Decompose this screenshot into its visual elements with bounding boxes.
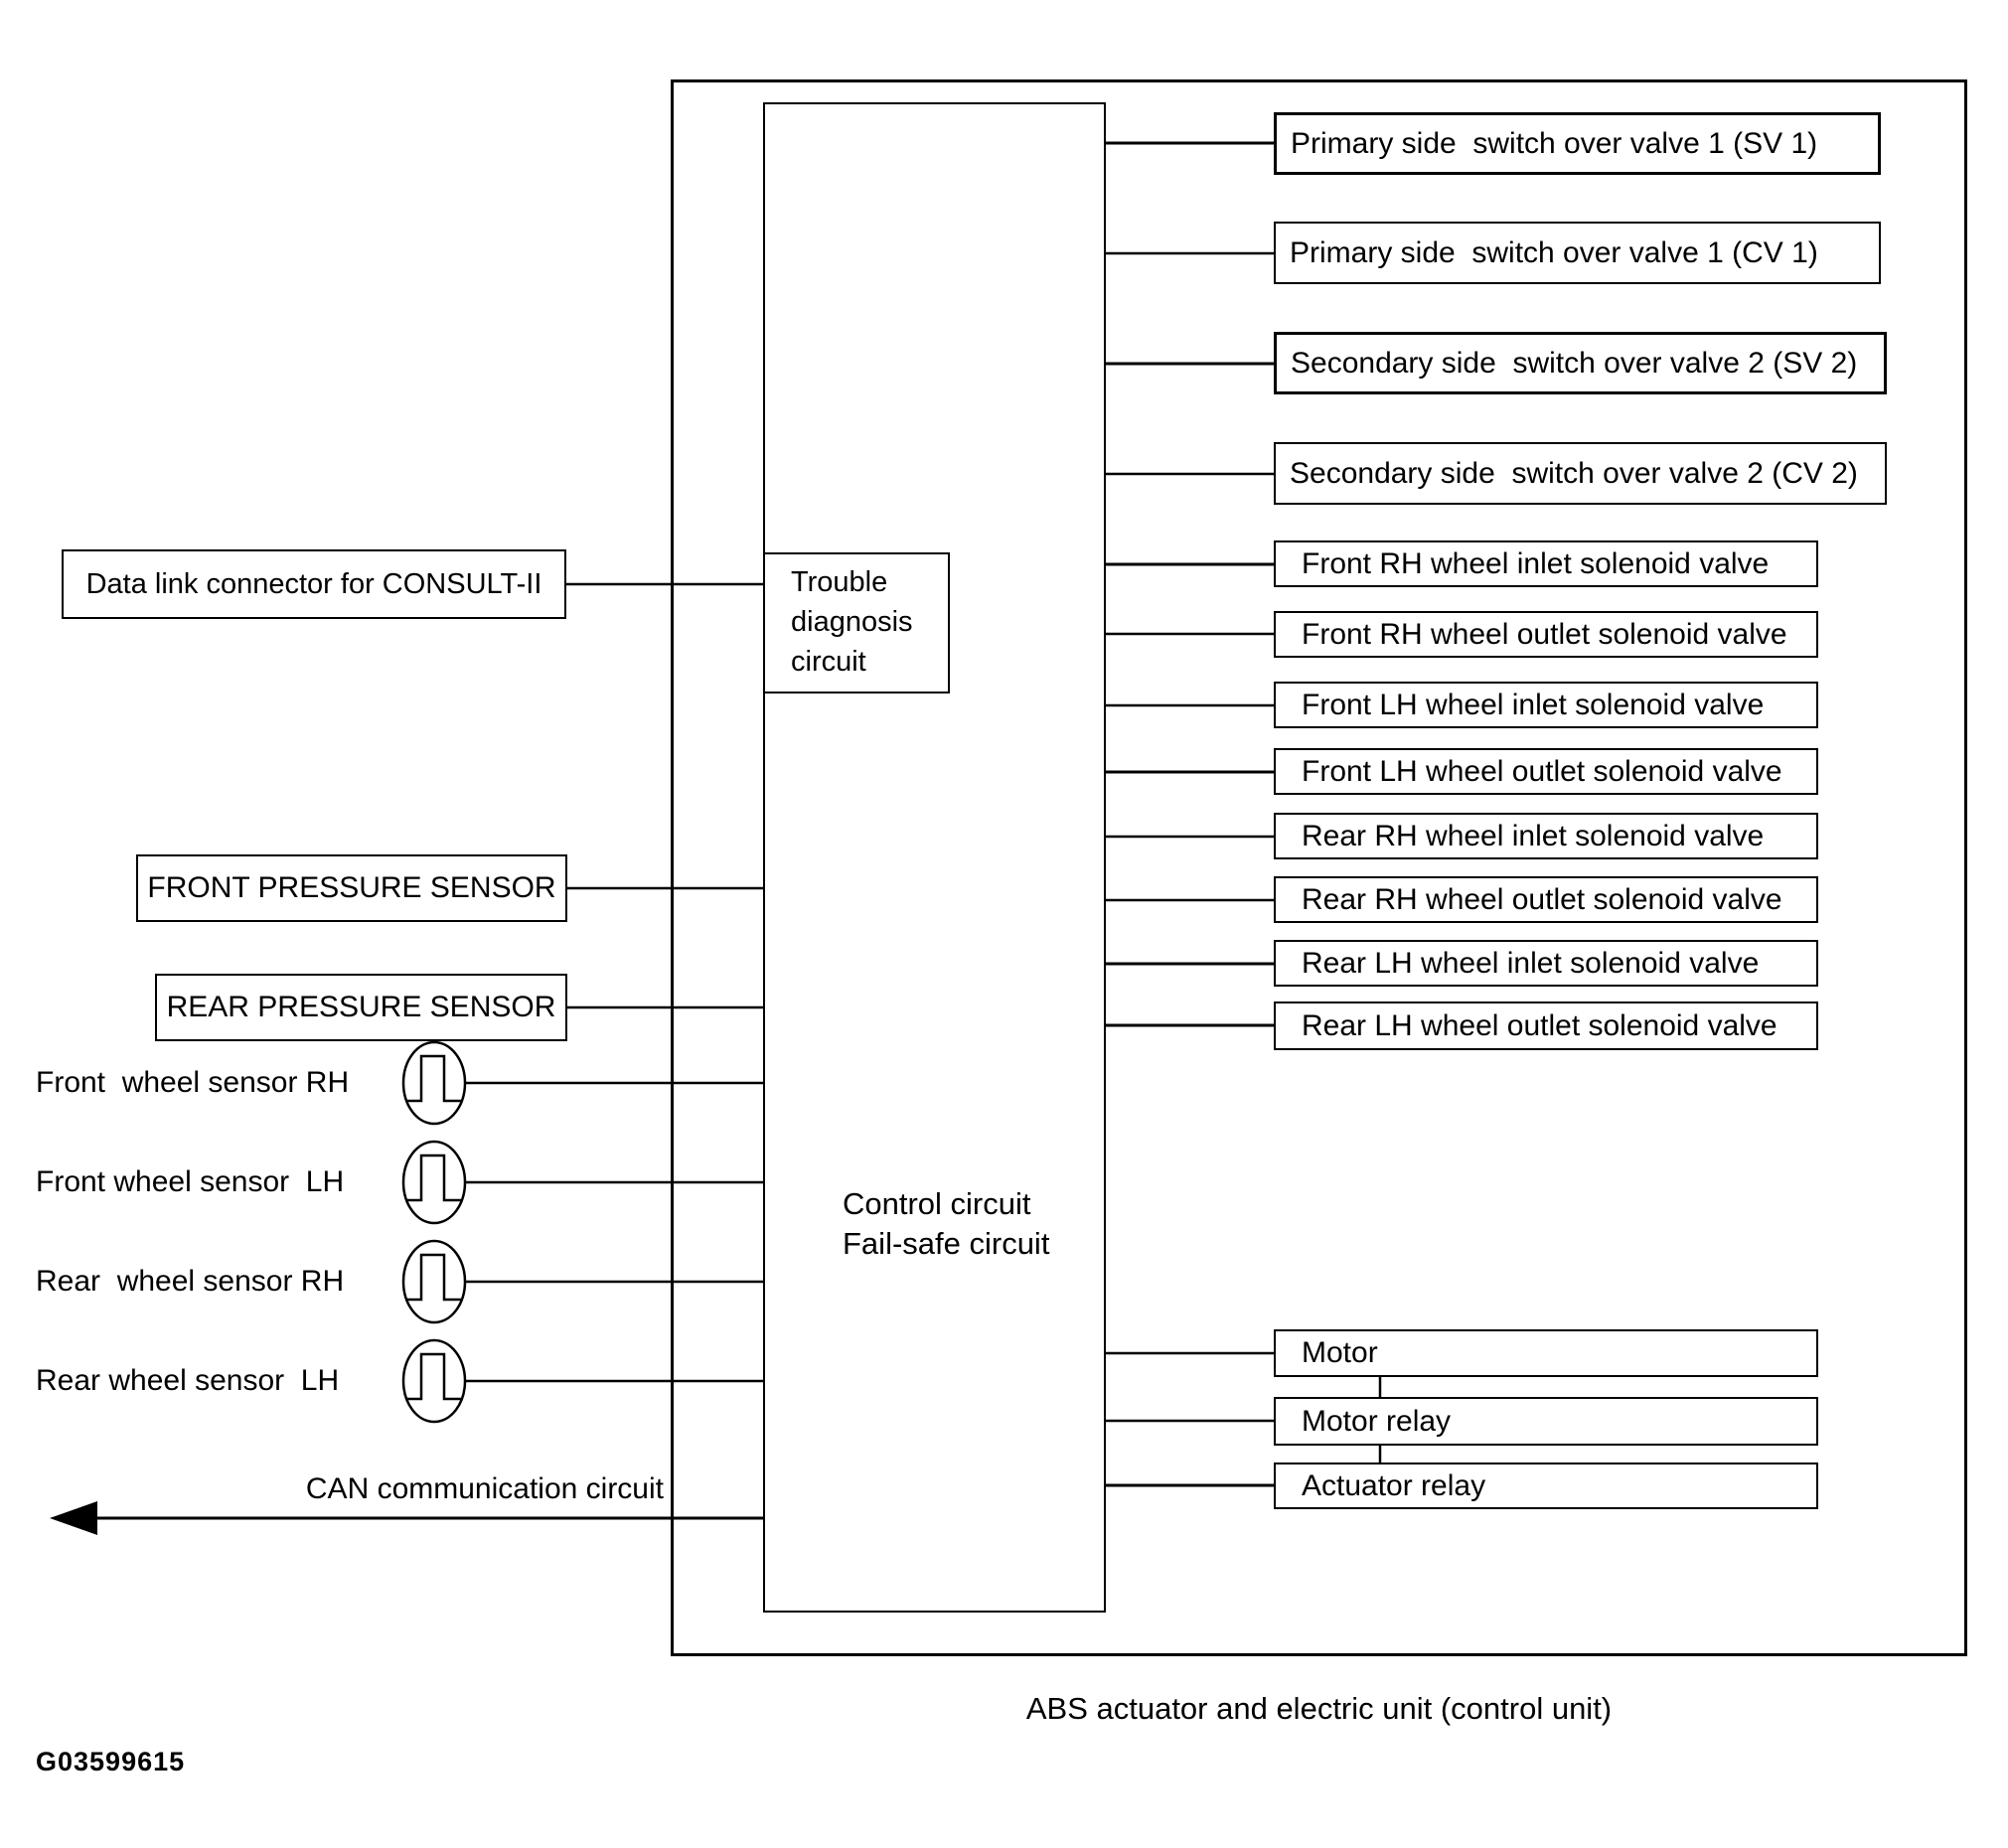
abs-unit-boundary — [671, 79, 1967, 1656]
trouble-diagnosis-box: Trouble diagnosis circuit — [763, 552, 950, 693]
solenoid-box-front-lh-outlet: Front LH wheel outlet solenoid valve — [1274, 748, 1818, 795]
solenoid-box-front-rh-inlet: Front RH wheel inlet solenoid valve — [1274, 540, 1818, 587]
front-wheel-sensor-lh-label: Front wheel sensor LH — [36, 1165, 345, 1198]
control-circuit-label: Control circuit Fail-safe circuit — [843, 1186, 1050, 1261]
solenoid-box-rear-lh-inlet: Rear LH wheel inlet solenoid valve — [1274, 940, 1818, 987]
data-link-connector-box: Data link connector for CONSULT-II — [62, 549, 566, 619]
control-circuit-box — [763, 102, 1106, 1613]
motor-box: Motor — [1274, 1329, 1818, 1377]
can-communication-label: CAN communication circuit — [305, 1472, 664, 1505]
rear-wheel-sensor-rh-label: Rear wheel sensor RH — [36, 1265, 345, 1298]
figure-code: G03599615 — [36, 1747, 186, 1776]
rear-wheel-sensor-lh-label: Rear wheel sensor LH — [36, 1364, 340, 1397]
actuator-relay-box: Actuator relay — [1274, 1463, 1818, 1509]
motor-relay-box: Motor relay — [1274, 1397, 1818, 1446]
wheel-speed-pulse-icon — [401, 1239, 467, 1324]
solenoid-box-rear-rh-inlet: Rear RH wheel inlet solenoid valve — [1274, 813, 1818, 859]
wheel-speed-pulse-icon — [401, 1338, 467, 1424]
solenoid-box-front-rh-outlet: Front RH wheel outlet solenoid valve — [1274, 611, 1818, 658]
diagram-caption: ABS actuator and electric unit (control … — [1025, 1691, 1613, 1726]
front-wheel-sensor-rh-label: Front wheel sensor RH — [36, 1066, 350, 1099]
front-pressure-sensor-box: FRONT PRESSURE SENSOR — [136, 854, 567, 922]
solenoid-box-front-lh-inlet: Front LH wheel inlet solenoid valve — [1274, 682, 1818, 728]
wheel-speed-pulse-icon — [401, 1140, 467, 1225]
valve-box-cv2: Secondary side switch over valve 2 (CV 2… — [1274, 442, 1887, 505]
can-arrow-left-icon — [50, 1501, 97, 1535]
solenoid-box-rear-lh-outlet: Rear LH wheel outlet solenoid valve — [1274, 1001, 1818, 1050]
valve-box-sv1: Primary side switch over valve 1 (SV 1) — [1274, 112, 1881, 175]
rear-pressure-sensor-box: REAR PRESSURE SENSOR — [155, 974, 567, 1041]
solenoid-box-rear-rh-outlet: Rear RH wheel outlet solenoid valve — [1274, 876, 1818, 923]
valve-box-sv2: Secondary side switch over valve 2 (SV 2… — [1274, 332, 1887, 394]
wheel-speed-pulse-icon — [401, 1040, 467, 1126]
valve-box-cv1: Primary side switch over valve 1 (CV 1) — [1274, 222, 1881, 284]
